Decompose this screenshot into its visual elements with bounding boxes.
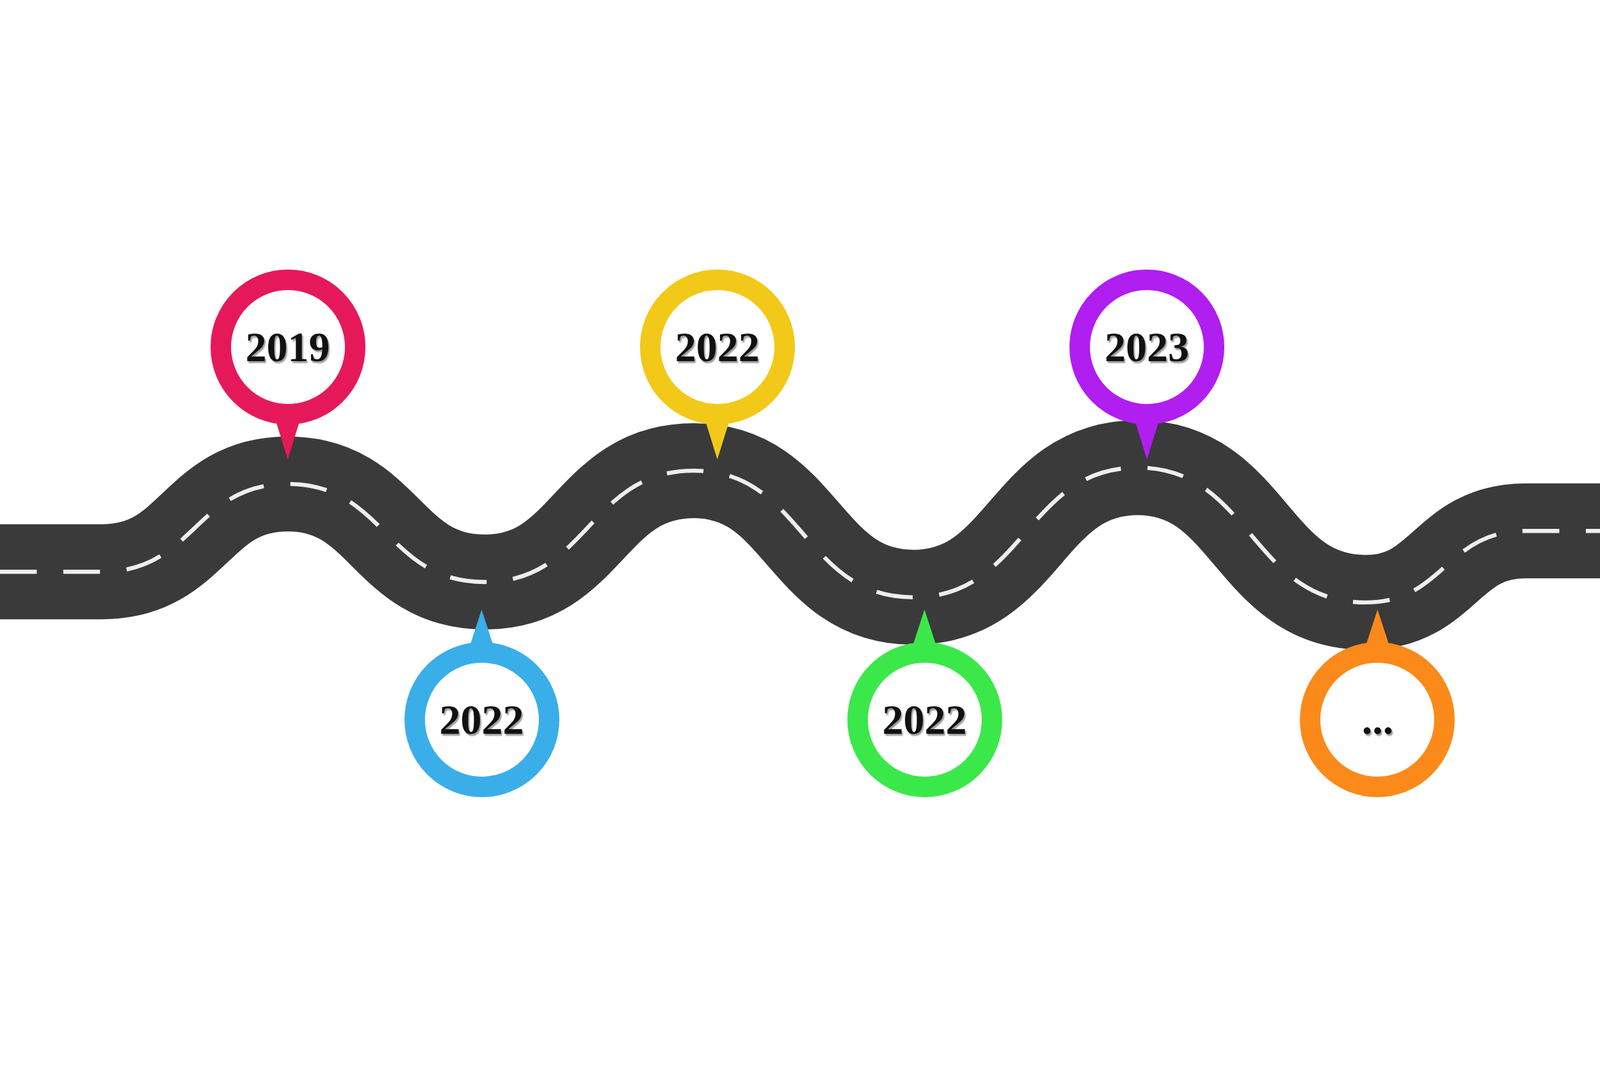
road-centre-line	[0, 467, 1600, 602]
year-label: 2022	[675, 325, 760, 368]
year-pin: 2022	[404, 641, 560, 797]
year-label: 2022	[882, 698, 968, 741]
year-label: 2019	[245, 325, 331, 368]
year-pin: ...	[1299, 641, 1455, 797]
year-label: ...	[1361, 698, 1394, 741]
year-pin: 2019	[210, 269, 366, 425]
year-pin: 2023	[1069, 269, 1225, 425]
year-pin: 2022	[847, 641, 1003, 797]
road-surface	[0, 467, 1600, 602]
year-pin: 2022	[640, 269, 795, 425]
year-label: 2023	[1104, 325, 1190, 368]
year-label: 2022	[439, 698, 525, 741]
